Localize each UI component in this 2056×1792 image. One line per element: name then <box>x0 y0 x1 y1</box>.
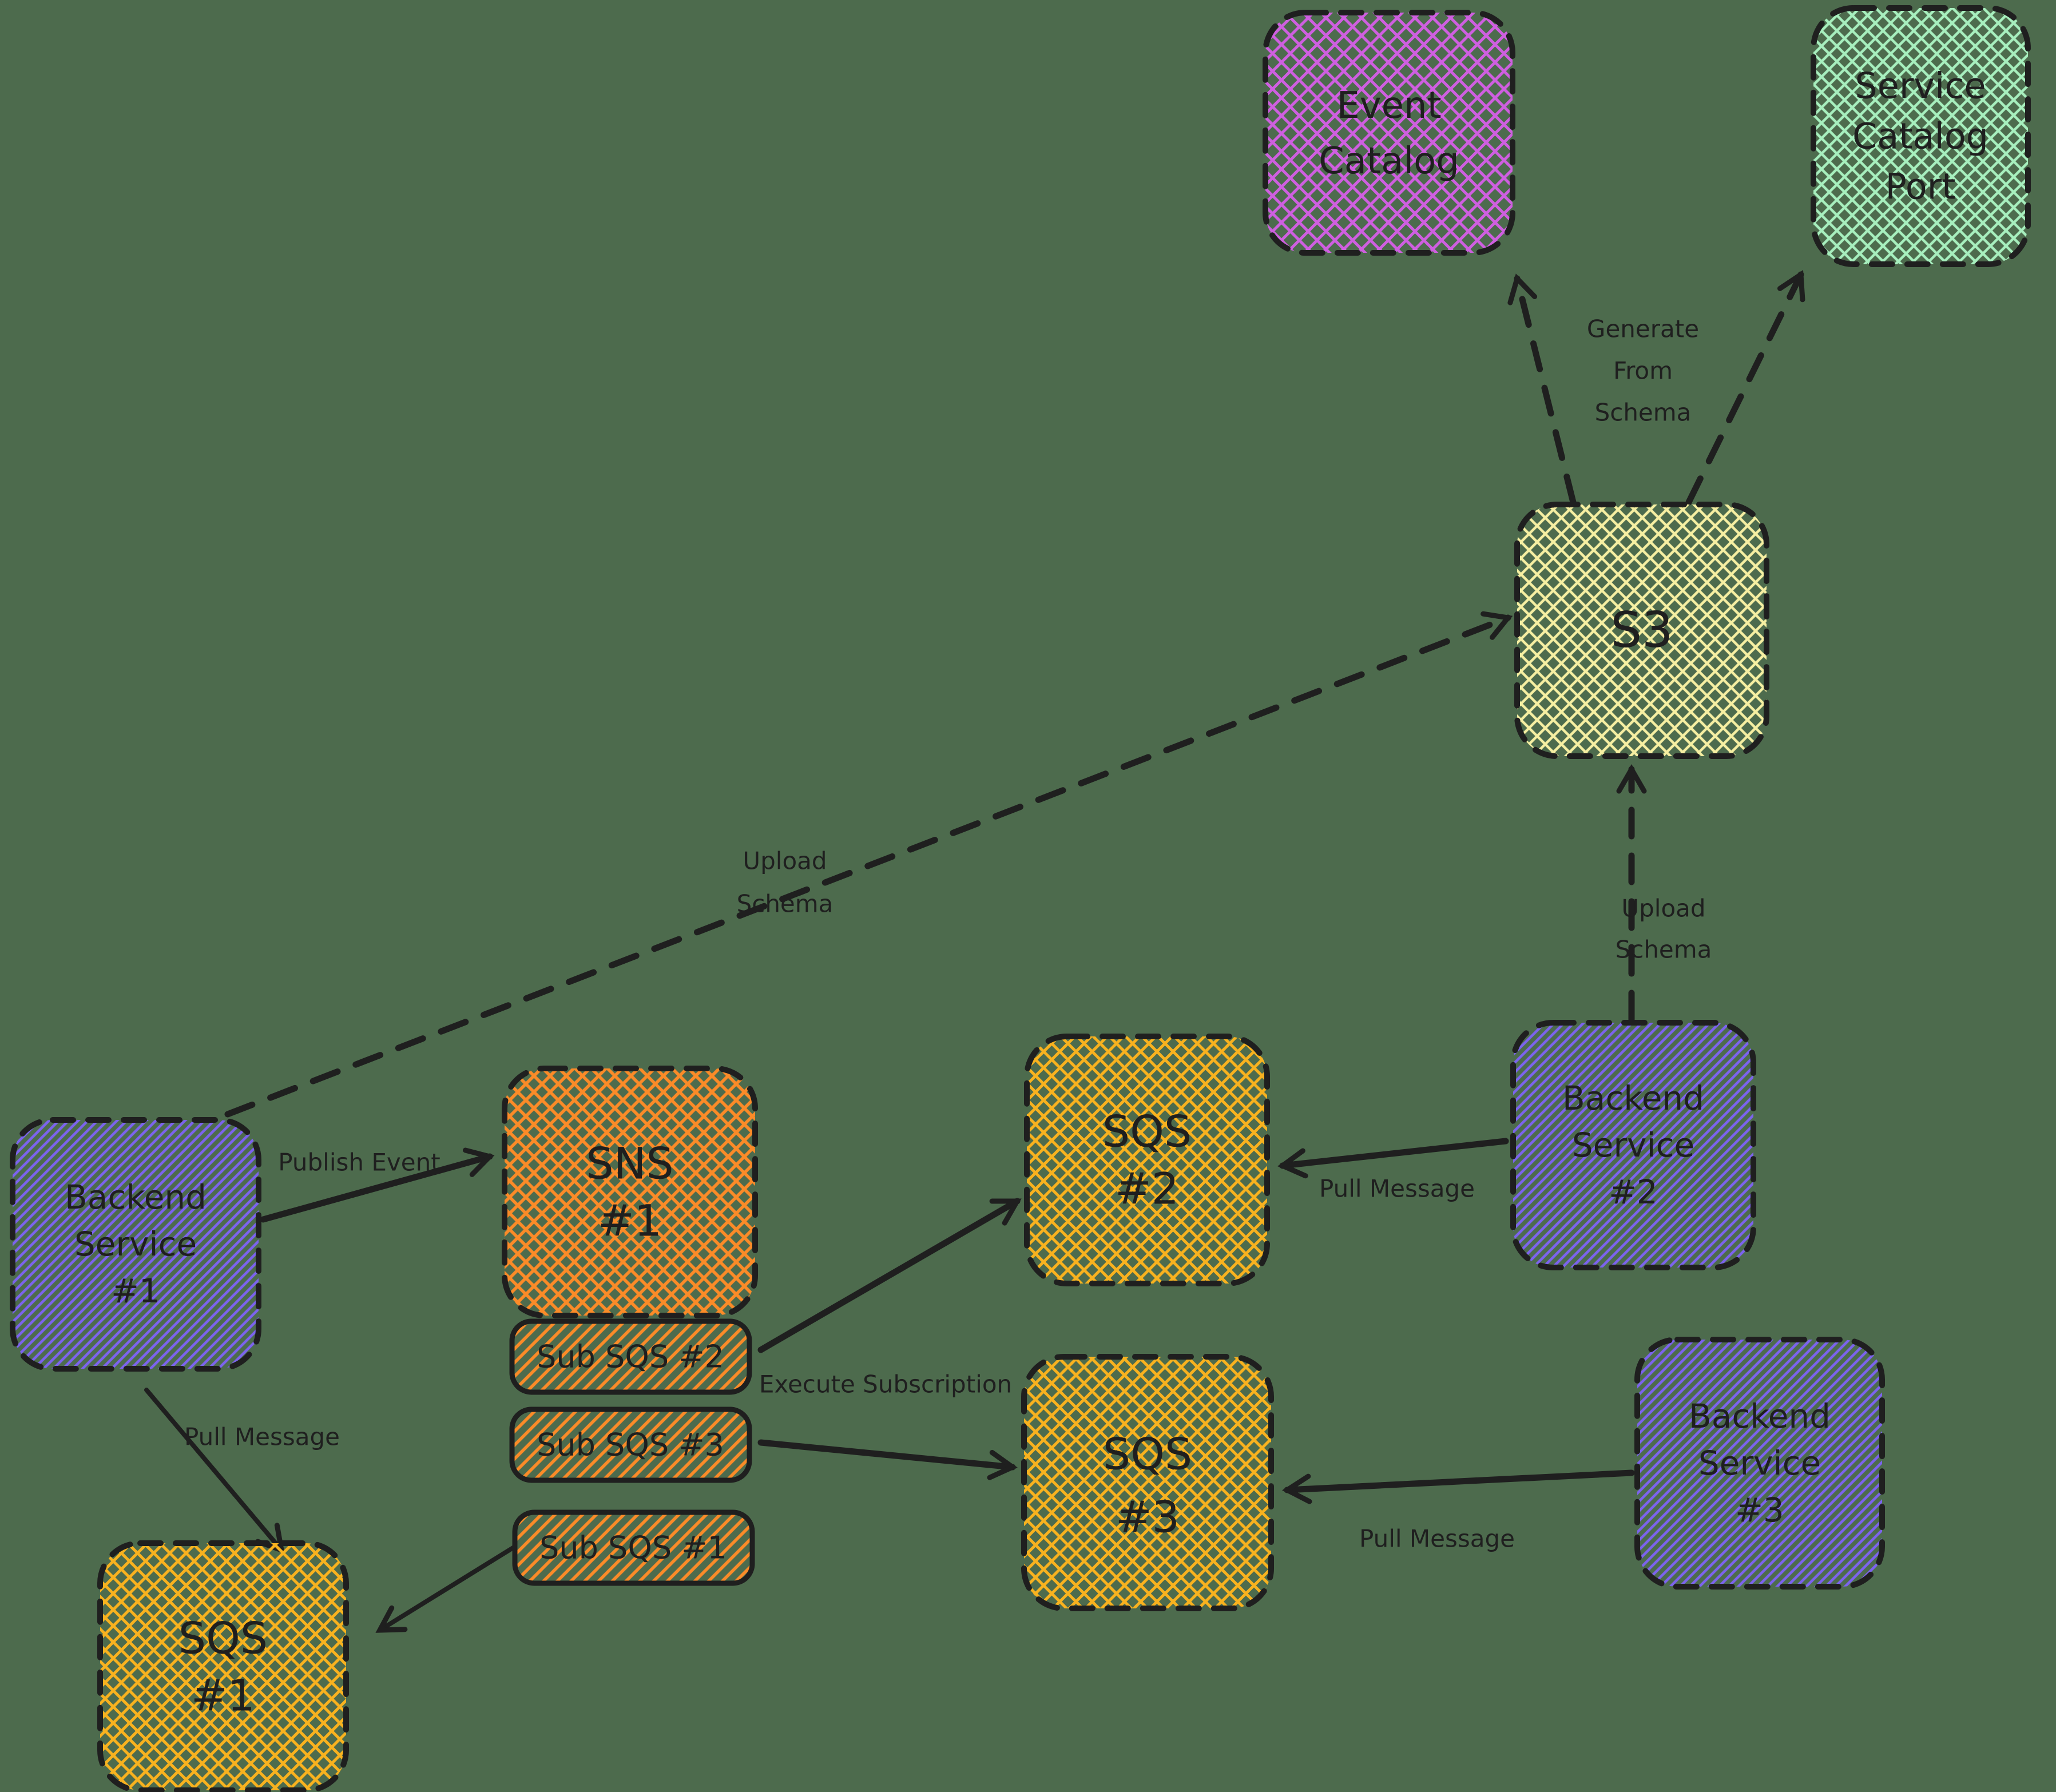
sqs-2-label: SQS <box>1102 1106 1192 1157</box>
edge-backend1-to-sqs1 <box>144 1388 285 1554</box>
edge-sub-sqs3-to-sqs3 <box>757 1439 1018 1480</box>
backend-service-2-label: Service <box>1572 1126 1694 1165</box>
sqs-1-label: SQS <box>178 1613 268 1664</box>
pull-message-label-2: Pull Message <box>1319 1175 1475 1203</box>
node-sqs-3: SQS #3 <box>1021 1354 1274 1611</box>
publish-event-label: Publish Event <box>278 1149 440 1177</box>
sub-sqs-2-label: Sub SQS #2 <box>537 1339 724 1375</box>
node-event-catalog: Event Catalog <box>1263 10 1515 256</box>
sqs-2-label: #2 <box>1115 1163 1179 1214</box>
upload-schema-right-label: Upload <box>1621 895 1705 923</box>
event-catalog-box <box>1263 10 1515 256</box>
edge-s3-to-event-catalog <box>1507 273 1577 506</box>
sqs-2-box <box>1024 1034 1270 1286</box>
node-sub-sqs-1: Sub SQS #1 <box>512 1509 755 1586</box>
edges <box>144 269 1805 1633</box>
sns-1-label: SNS <box>586 1138 673 1189</box>
edge-backend1-to-s3 <box>224 611 1513 1118</box>
service-catalog-port-label: Port <box>1886 166 1956 208</box>
service-catalog-port-label: Service <box>1855 65 1986 107</box>
node-sub-sqs-3: Sub SQS #3 <box>509 1406 752 1483</box>
backend-service-1-label: Backend <box>65 1178 207 1217</box>
node-backend-service-1: Backend Service #1 <box>10 1117 261 1372</box>
pull-message-label-3: Pull Message <box>1359 1525 1515 1553</box>
node-sqs-2: SQS #2 <box>1024 1034 1270 1286</box>
backend-service-2-label: #2 <box>1609 1173 1658 1211</box>
generate-from-schema-label: Schema <box>1595 399 1692 427</box>
backend-service-3-label: Service <box>1698 1444 1821 1483</box>
sub-sqs-3-label: Sub SQS #3 <box>537 1427 724 1463</box>
upload-schema-left-label: Upload <box>743 847 827 875</box>
service-catalog-port-box <box>1811 5 2031 267</box>
sns-1-label: #1 <box>598 1195 662 1246</box>
backend-service-3-label: Backend <box>1689 1397 1831 1436</box>
sub-sqs-3-box <box>509 1406 752 1483</box>
node-sqs-1: SQS #1 <box>97 1540 349 1792</box>
sqs-1-box <box>97 1540 349 1792</box>
backend-service-1-box <box>10 1117 261 1372</box>
diagram-ink-layer: Event Catalog Service Catalog Port S3 Ba… <box>10 5 2031 1792</box>
sub-sqs-1-box <box>512 1509 755 1586</box>
sqs-3-label: #3 <box>1116 1492 1180 1543</box>
node-backend-service-2: Backend Service #2 <box>1510 1020 1756 1270</box>
generate-from-schema-label: Generate <box>1587 315 1699 343</box>
upload-schema-right-label: Schema <box>1616 936 1712 964</box>
service-catalog-port-label: Catalog <box>1852 116 1988 157</box>
event-catalog-label: Event <box>1336 85 1441 127</box>
sns-1-box <box>502 1066 758 1318</box>
sub-sqs-2-box <box>509 1318 752 1395</box>
edge-backend1-to-sns1 <box>260 1147 495 1223</box>
node-sns-1: SNS #1 <box>502 1066 758 1318</box>
upload-schema-left-label: Schema <box>737 890 833 918</box>
backend-service-3-label: #3 <box>1735 1491 1784 1529</box>
backend-service-3-box <box>1634 1337 1885 1590</box>
edge-backend3-to-sqs3 <box>1282 1469 1635 1504</box>
backend-service-2-box <box>1510 1020 1756 1270</box>
backend-service-1-label: #1 <box>111 1272 160 1310</box>
backend-service-2-label: Backend <box>1562 1079 1704 1118</box>
edge-backend2-to-sqs2 <box>1277 1138 1509 1179</box>
event-catalog-label: Catalog <box>1319 140 1459 182</box>
execute-subscription-label: Execute Subscription <box>759 1370 1012 1398</box>
diagram-fill-layer: Event Catalog Service Catalog Port S3 Ba… <box>10 5 2031 1792</box>
edge-labels: Generate From Schema Upload Schema Uploa… <box>184 315 1712 1553</box>
node-sub-sqs-2: Sub SQS #2 <box>509 1318 752 1395</box>
sub-sqs-1-label: Sub SQS #1 <box>539 1530 727 1566</box>
generate-from-schema-label: From <box>1613 357 1673 385</box>
node-s3: S3 <box>1514 502 1769 759</box>
node-backend-service-3: Backend Service #3 <box>1634 1337 1885 1590</box>
edge-s3-to-service-catalog-port <box>1685 269 1805 506</box>
edge-sub-sqs2-to-sqs2 <box>757 1198 1022 1353</box>
s3-label: S3 <box>1610 602 1673 659</box>
sqs-1-label: #1 <box>191 1670 255 1721</box>
sqs-3-box <box>1021 1354 1274 1611</box>
pull-message-label-1: Pull Message <box>184 1423 340 1451</box>
node-service-catalog-port: Service Catalog Port <box>1811 5 2031 267</box>
backend-service-1-label: Service <box>74 1225 197 1263</box>
sqs-3-label: SQS <box>1103 1429 1192 1480</box>
s3-box <box>1514 502 1769 759</box>
edge-sub-sqs1-to-sqs1 <box>375 1544 517 1633</box>
